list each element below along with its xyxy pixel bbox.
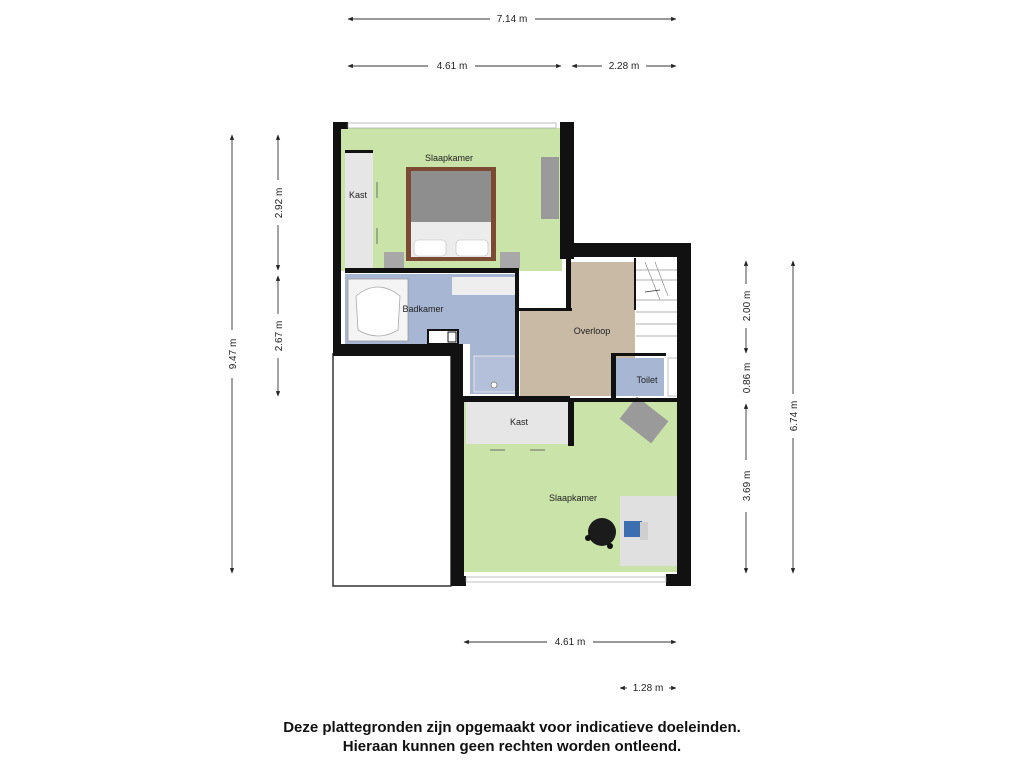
dim-left-upper: 2.92 m: [274, 188, 285, 219]
dresser-top-room: [541, 157, 559, 219]
double-bed: [384, 167, 520, 268]
label-slaapkamer-bottom: Slaapkamer: [549, 493, 597, 503]
desk: [620, 496, 678, 566]
walls: [333, 122, 691, 586]
stairs-steps: [636, 261, 678, 337]
label-toilet: Toilet: [636, 375, 658, 385]
dim-left-total: 9.47 m: [228, 339, 239, 370]
disclaimer-line-1: Deze plattegronden zijn opgemaakt voor i…: [283, 719, 741, 736]
shower-drain: [473, 355, 517, 393]
stairs: [636, 262, 678, 354]
dim-bottom-width: 4.61 m: [555, 637, 586, 648]
bathtub: [347, 278, 409, 342]
label-badkamer: Badkamer: [402, 304, 443, 314]
dimension-lines: [229, 16, 796, 691]
dim-bottom-small: 1.28 m: [633, 683, 664, 694]
disclaimer-line-2: Hieraan kunnen geen rechten worden ontle…: [342, 738, 682, 755]
dim-right-b: 0.86 m: [742, 363, 753, 394]
dresser-bottom-room: [619, 396, 669, 444]
room-overloop-upper: [571, 262, 635, 312]
dim-right-a: 2.00 m: [742, 291, 753, 322]
terrace-area: [332, 353, 452, 587]
label-kast-top: Kast: [349, 190, 368, 200]
dim-left-lower: 2.67 m: [274, 321, 285, 352]
room-toilet: [616, 358, 664, 396]
label-kast-bottom: Kast: [510, 417, 529, 427]
room-kast-top: [345, 150, 373, 268]
room-kast-bottom: [466, 402, 570, 444]
label-overloop: Overloop: [574, 326, 611, 336]
window-bottom: [465, 576, 667, 583]
office-chair: [585, 518, 616, 549]
window-top: [347, 122, 557, 129]
toilet-fixture-bath: [427, 329, 459, 345]
dim-top-total: 7.14 m: [497, 14, 528, 25]
dim-top-left: 4.61 m: [437, 61, 468, 72]
dim-right-c: 3.69 m: [742, 471, 753, 502]
bathroom-counter: [452, 277, 516, 295]
label-slaapkamer-top: Slaapkamer: [425, 153, 473, 163]
dim-right-total: 6.74 m: [789, 401, 800, 432]
dim-top-right: 2.28 m: [609, 61, 640, 72]
